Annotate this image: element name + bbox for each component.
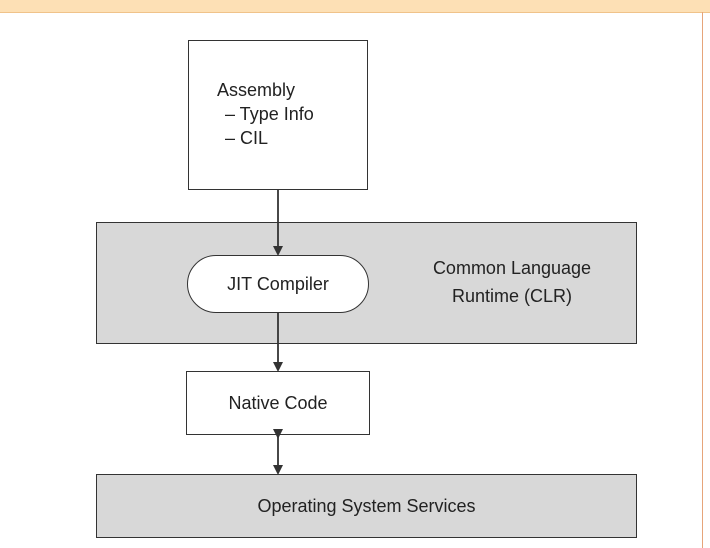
page-edge-line bbox=[702, 12, 703, 548]
assembly-item-cil: – CIL bbox=[225, 128, 269, 148]
assembly-box: Assembly – Type Info – CIL bbox=[188, 40, 368, 190]
jit-compiler-node: JIT Compiler bbox=[187, 255, 369, 313]
assembly-item-type-info: – Type Info bbox=[225, 104, 314, 124]
os-services-band: Operating System Services bbox=[96, 474, 637, 538]
jit-compiler-label: JIT Compiler bbox=[227, 273, 329, 294]
clr-label: Common Language Runtime (CLR) bbox=[392, 254, 632, 310]
os-services-label: Operating System Services bbox=[257, 495, 476, 516]
assembly-title: Assembly bbox=[217, 80, 296, 100]
clr-label-line-1: Common Language bbox=[432, 258, 592, 278]
native-code-label: Native Code bbox=[228, 392, 328, 413]
top-banner bbox=[0, 0, 710, 13]
clr-label-line-2: Runtime (CLR) bbox=[451, 286, 573, 306]
native-code-box: Native Code bbox=[186, 371, 370, 435]
